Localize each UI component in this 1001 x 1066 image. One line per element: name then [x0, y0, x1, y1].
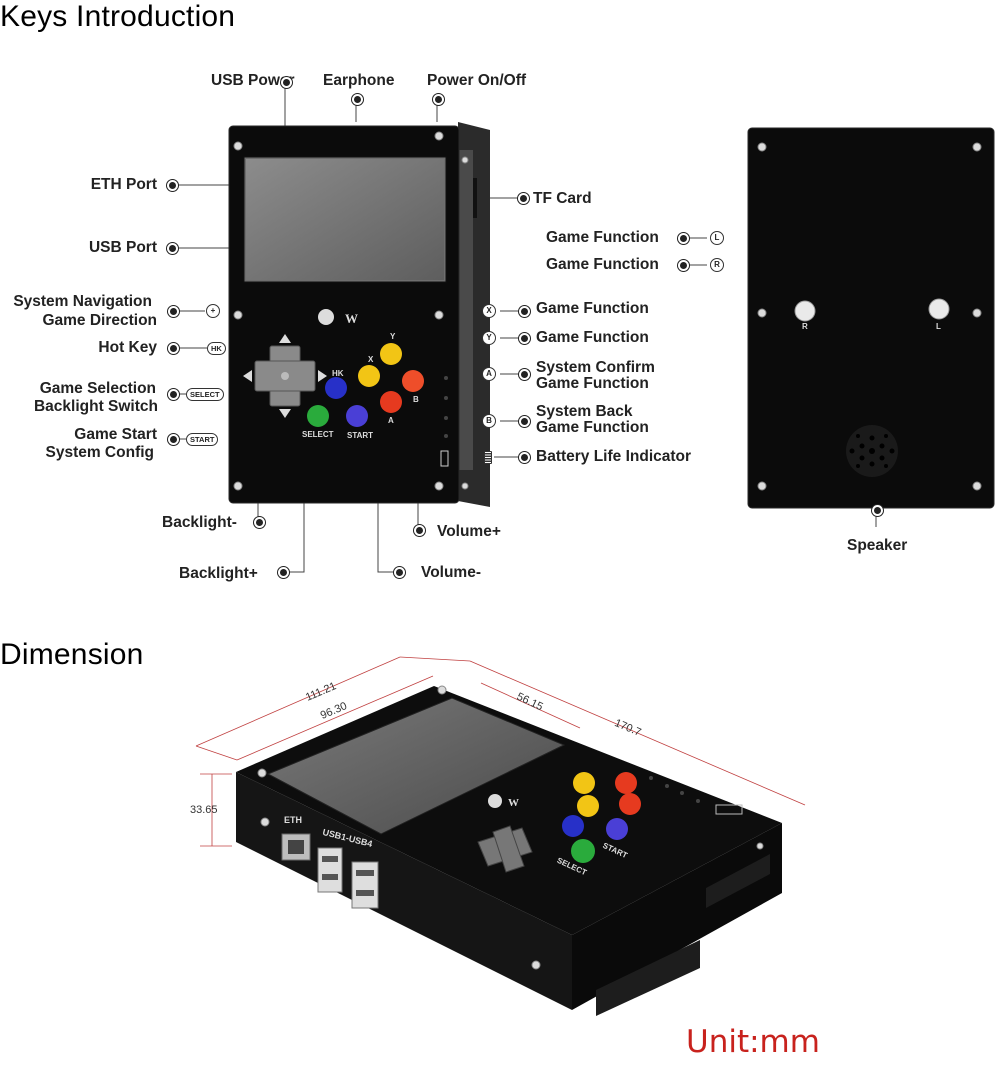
tf-card-dot: [518, 193, 529, 204]
x-button-icon: X: [482, 304, 496, 318]
game-function-y-label: Game Function: [536, 329, 649, 346]
start-icon: START: [186, 433, 219, 446]
usb-power-label: USB Power: [211, 72, 295, 89]
b-dot: [519, 416, 530, 427]
eth-port-dot: [167, 180, 178, 191]
backlight-minus-label: Backlight-: [162, 514, 237, 531]
volume-plus-dot: [414, 525, 425, 536]
game-function-x-label: Game Function: [536, 300, 649, 317]
usb-power-dot: [281, 77, 292, 88]
backlight-switch-label: Backlight Switch: [33, 398, 158, 415]
unit-label: Unit:mm: [686, 1024, 820, 1060]
battery-icon: [484, 451, 492, 464]
select-dot: [168, 389, 179, 400]
keys-introduction-title: Keys Introduction: [0, 0, 236, 33]
game-direction-label: Game Direction: [42, 312, 157, 329]
device-hk-text: HK: [332, 369, 344, 378]
usb-port-label: USB Port: [88, 239, 157, 256]
system-config-label: System Config: [45, 444, 154, 461]
game-function-l-label: Game Function: [546, 229, 659, 246]
dpad-icon: +: [206, 304, 220, 318]
system-confirm-fn-label: Game Function: [536, 375, 649, 392]
game-start-label: Game Start: [74, 426, 157, 443]
hot-key-dot: [168, 343, 179, 354]
a-dot: [519, 369, 530, 380]
backlight-plus-dot: [278, 567, 289, 578]
game-selection-label: Game Selection: [39, 380, 156, 397]
svg-text:W: W: [345, 311, 358, 326]
speaker-label: Speaker: [847, 537, 908, 554]
hot-key-label: Hot Key: [98, 339, 157, 356]
y-dot: [519, 333, 530, 344]
system-back-label: System Back: [536, 403, 633, 420]
eth-port-text: ETH: [284, 815, 302, 825]
tf-card-label: TF Card: [533, 190, 592, 207]
volume-plus-label: Volume+: [437, 523, 501, 540]
usb-port-dot: [167, 243, 178, 254]
volume-minus-label: Volume-: [421, 564, 481, 581]
backlight-minus-dot: [254, 517, 265, 528]
battery-dot: [519, 452, 530, 463]
a-button-icon: A: [482, 367, 496, 381]
l-dot: [678, 233, 689, 244]
b-button-icon: B: [482, 414, 496, 428]
volume-minus-dot: [394, 567, 405, 578]
device-a-text: A: [388, 416, 394, 425]
earphone-label: Earphone: [323, 72, 395, 89]
device-start-text: START: [347, 431, 374, 440]
power-label: Power On/Off: [427, 72, 527, 89]
r-dot: [678, 260, 689, 271]
device-select-text: SELECT: [302, 430, 334, 439]
device-y-text: Y: [390, 332, 396, 341]
sys-nav-dot: [168, 306, 179, 317]
back-r-text: R: [802, 322, 808, 331]
game-function-r-label: Game Function: [546, 256, 659, 273]
system-navigation-label: System Navigation: [13, 293, 152, 310]
system-back-fn-label: Game Function: [536, 419, 649, 436]
svg-text:W: W: [508, 797, 519, 809]
dimension-title: Dimension: [0, 638, 144, 671]
hk-icon: HK: [207, 342, 226, 355]
earphone-dot: [352, 94, 363, 105]
y-button-icon: Y: [482, 331, 496, 345]
r-button-icon: R: [710, 258, 724, 272]
dim-33-65: 33.65: [190, 804, 218, 816]
system-confirm-label: System Confirm: [536, 359, 655, 376]
select-icon: SELECT: [186, 388, 224, 401]
battery-label: Battery Life Indicator: [536, 448, 692, 465]
backlight-plus-label: Backlight+: [179, 565, 258, 582]
device-b-text: B: [413, 395, 419, 404]
speaker-dot: [872, 505, 883, 516]
eth-port-label: ETH Port: [90, 176, 157, 193]
start-dot: [168, 434, 179, 445]
device-x-text: X: [368, 355, 374, 364]
power-dot: [433, 94, 444, 105]
back-l-text: L: [936, 322, 941, 331]
l-button-icon: L: [710, 231, 724, 245]
x-dot: [519, 306, 530, 317]
